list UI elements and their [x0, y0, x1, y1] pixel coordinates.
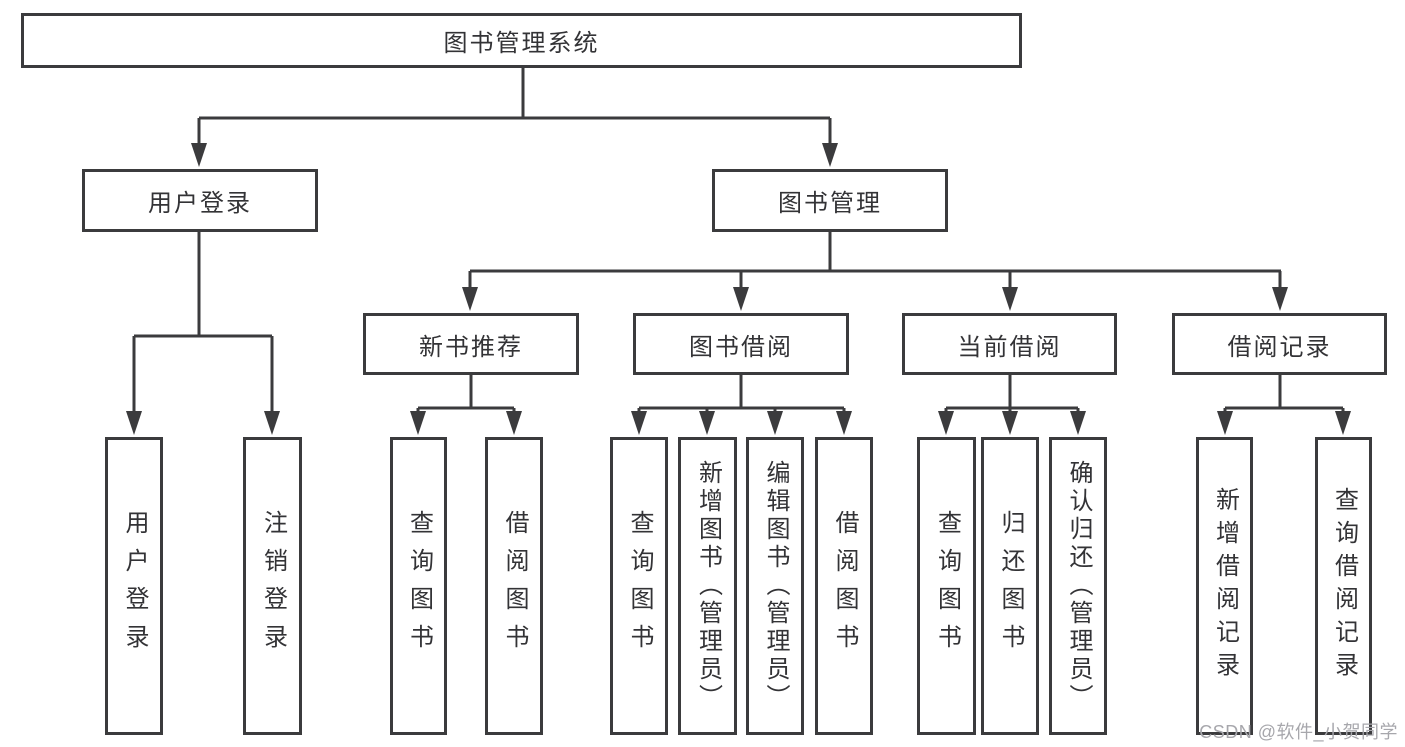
leaf-query-book-recommend-label: 查询图书 [405, 510, 433, 662]
connector-new-book-recommend [416, 375, 516, 413]
arrow-icon [938, 411, 954, 435]
leaf-borrow-book-label: 借阅图书 [831, 510, 858, 662]
leaf-user-login: 用户登录 [105, 437, 163, 735]
arrow-icon [767, 411, 783, 435]
arrowheads [126, 143, 1351, 435]
leaf-add-borrow-record: 新增借阅记录 [1196, 437, 1253, 735]
leaf-borrow-book-recommend: 借阅图书 [485, 437, 543, 735]
node-current-borrow-label: 当前借阅 [957, 333, 1062, 361]
node-current-borrow: 当前借阅 [902, 313, 1117, 375]
leaf-query-book-borrow-label: 查询图书 [626, 510, 653, 662]
arrow-icon [631, 411, 647, 435]
leaf-query-book-borrow: 查询图书 [610, 437, 668, 735]
leaf-query-borrow-record: 查询借阅记录 [1315, 437, 1372, 735]
arrow-icon [410, 411, 426, 435]
leaf-user-login-label: 用户登录 [121, 510, 148, 662]
node-book-management: 图书管理 [712, 169, 948, 232]
leaf-edit-book-admin: 编辑图书（管理员） [746, 437, 804, 735]
node-user-login-label: 用户登录 [148, 190, 252, 217]
leaf-return-book: 归还图书 [981, 437, 1039, 735]
arrow-icon [1335, 411, 1351, 435]
leaf-confirm-return-admin: 确认归还（管理员） [1049, 437, 1107, 735]
arrow-icon [836, 411, 852, 435]
node-borrow-record-label: 借阅记录 [1227, 333, 1332, 361]
arrow-icon [191, 143, 207, 167]
node-user-login: 用户登录 [82, 169, 318, 232]
arrow-icon [126, 411, 142, 435]
leaf-query-book-current-label: 查询图书 [933, 510, 961, 662]
leaf-confirm-return-admin-label: 确认归还（管理员） [1065, 460, 1092, 712]
leaf-query-book-current: 查询图书 [917, 437, 976, 735]
arrow-icon [1070, 411, 1086, 435]
node-new-book-recommend: 新书推荐 [363, 313, 579, 375]
node-new-book-recommend-label: 新书推荐 [419, 333, 523, 361]
node-root-label: 图书管理系统 [443, 30, 600, 57]
connector-book-borrow [637, 375, 846, 413]
node-root: 图书管理系统 [21, 13, 1022, 68]
arrow-icon [506, 411, 522, 435]
leaf-logout-label: 注销登录 [259, 510, 287, 662]
connector-borrow-record [1223, 375, 1345, 413]
arrow-icon [264, 411, 280, 435]
node-book-borrow-label: 图书借阅 [689, 333, 793, 361]
node-borrow-record: 借阅记录 [1172, 313, 1387, 375]
leaf-query-borrow-record-label: 查询借阅记录 [1330, 487, 1358, 685]
connector-book-management [468, 232, 1282, 289]
connector-current-borrow [944, 375, 1080, 413]
arrow-icon [822, 143, 838, 167]
leaf-edit-book-admin-label: 编辑图书（管理员） [762, 460, 789, 712]
leaf-add-book-admin: 新增图书（管理员） [678, 437, 737, 735]
arrow-icon [1272, 287, 1288, 311]
leaf-borrow-book-recommend-label: 借阅图书 [501, 510, 528, 662]
arrow-icon [1217, 411, 1233, 435]
arrow-icon [462, 287, 478, 311]
node-book-management-label: 图书管理 [778, 190, 882, 217]
arrow-icon [1002, 411, 1018, 435]
leaf-borrow-book: 借阅图书 [815, 437, 873, 735]
arrow-icon [1002, 287, 1018, 311]
connector-user-login [132, 232, 274, 413]
leaf-add-borrow-record-label: 新增借阅记录 [1211, 487, 1239, 685]
node-book-borrow: 图书借阅 [633, 313, 849, 375]
leaf-add-book-admin-label: 新增图书（管理员） [694, 460, 722, 712]
arrow-icon [733, 287, 749, 311]
watermark: CSDN @软件_小贺同学 [1199, 722, 1398, 742]
leaf-logout: 注销登录 [243, 437, 302, 735]
leaf-query-book-recommend: 查询图书 [390, 437, 447, 735]
arrow-icon [699, 411, 715, 435]
leaf-return-book-label: 归还图书 [997, 510, 1024, 662]
connector-root [197, 68, 832, 146]
